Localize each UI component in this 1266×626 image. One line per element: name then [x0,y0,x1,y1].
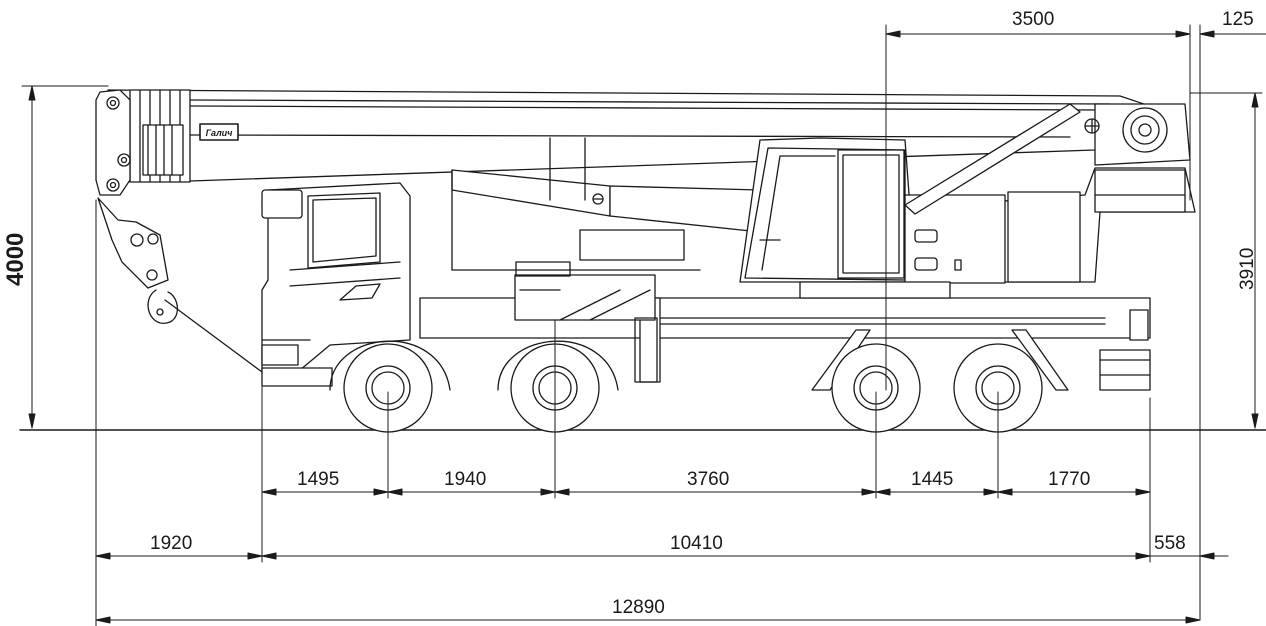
dim-front-overhang: 1920 [150,533,193,554]
logo-plate-text: Галич [206,128,234,138]
truck-cab [261,182,411,387]
dim-chassis-length: 10410 [670,533,723,554]
wheels [329,340,1043,433]
dim-axle-spacing-1: 1495 [297,469,340,490]
dim-axle-spacing-3: 3760 [687,469,730,490]
dim-cab-to-rotation: 3500 [1012,9,1055,30]
dim-axle-spacing-4: 1445 [911,469,954,490]
dim-axle-spacing-2: 1940 [444,469,487,490]
crane-superstructure [579,103,1196,299]
dim-transport-height: 3910 [1237,247,1258,290]
dim-overall-height: 4000 [2,232,29,286]
hook-block [97,197,263,373]
dimension-lines [21,24,1266,626]
chassis-frame [419,261,1151,391]
dim-overall-length: 12890 [612,597,665,618]
dim-rear-overhang: 558 [1154,533,1186,554]
dim-rear-offset: 125 [1222,9,1254,30]
dim-axle-spacing-5: 1770 [1048,469,1091,490]
boom [95,89,1191,271]
